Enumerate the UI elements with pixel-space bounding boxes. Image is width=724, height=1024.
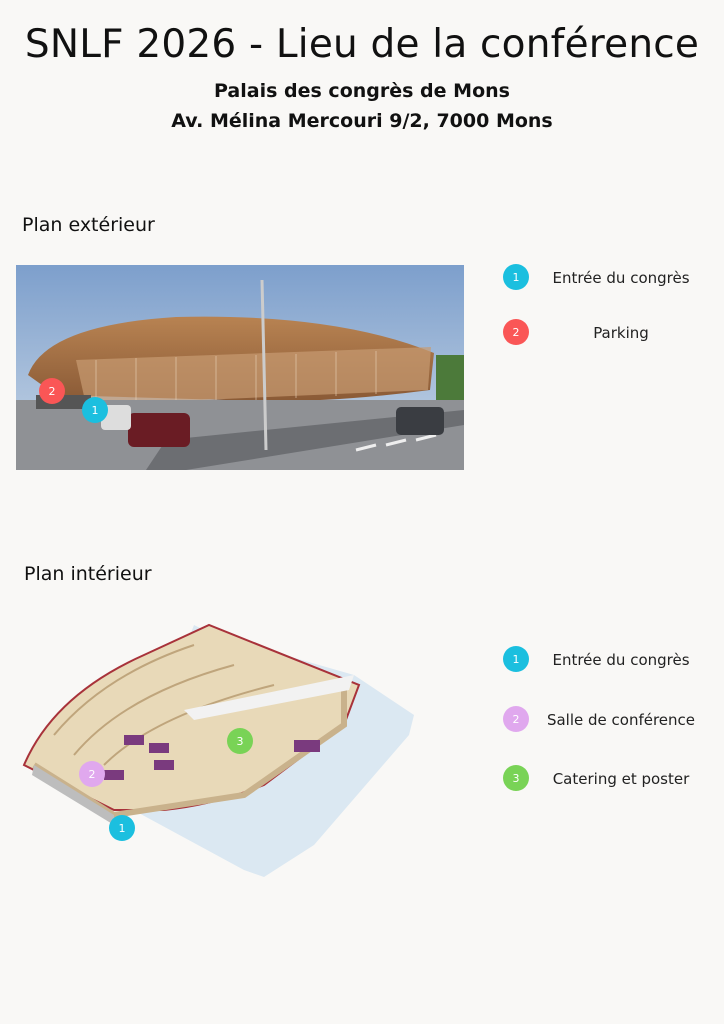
venue-name: Palais des congrès de Mons: [214, 80, 510, 102]
interior-plan: 1 2 3: [14, 615, 419, 880]
map-marker-entrance: 1: [82, 397, 108, 423]
legend-marker-1: 1: [503, 646, 529, 672]
plan-marker-conference-room: 2: [79, 761, 105, 787]
interior-heading: Plan intérieur: [24, 563, 152, 585]
legend-label-conference-room: Salle de conférence: [546, 711, 696, 729]
page-title: SNLF 2026 - Lieu de la conférence: [24, 22, 700, 67]
legend-marker-3: 3: [503, 765, 529, 791]
legend-marker-2: 2: [503, 319, 529, 345]
venue-address: Av. Mélina Mercouri 9/2, 7000 Mons: [171, 110, 553, 132]
legend-label-parking: Parking: [593, 324, 649, 342]
exterior-heading: Plan extérieur: [22, 214, 155, 236]
plan-marker-entrance: 1: [109, 815, 135, 841]
plan-marker-catering: 3: [227, 728, 253, 754]
legend-label-entrance: Entrée du congrès: [552, 269, 690, 287]
legend-marker-1: 1: [503, 264, 529, 290]
legend-marker-2: 2: [503, 706, 529, 732]
legend-label-entrance: Entrée du congrès: [552, 651, 690, 669]
map-marker-parking: 2: [39, 378, 65, 404]
exterior-photo: 2 1: [16, 265, 464, 470]
legend-label-catering: Catering et poster: [552, 770, 690, 788]
